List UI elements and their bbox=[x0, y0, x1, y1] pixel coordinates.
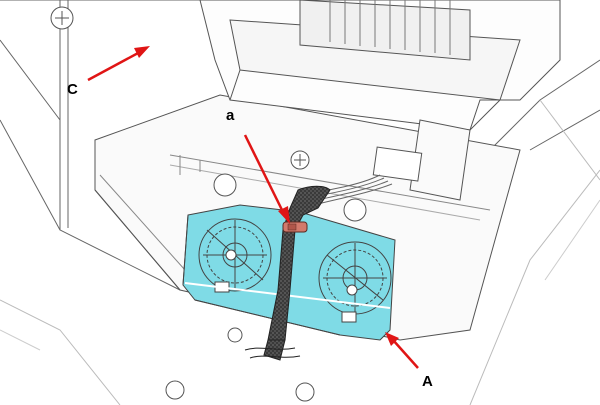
cable-tie-a bbox=[282, 221, 308, 233]
callout-label-A: A bbox=[422, 373, 433, 390]
top-mechanism bbox=[199, 0, 561, 201]
arrow-C bbox=[87, 46, 150, 82]
arrow-a bbox=[243, 134, 290, 224]
callout-label-a: a bbox=[226, 107, 235, 124]
arrow-A bbox=[385, 332, 419, 369]
callout-label-C: C bbox=[67, 81, 78, 98]
screw-icon bbox=[50, 6, 367, 402]
cable-strap bbox=[244, 185, 331, 361]
